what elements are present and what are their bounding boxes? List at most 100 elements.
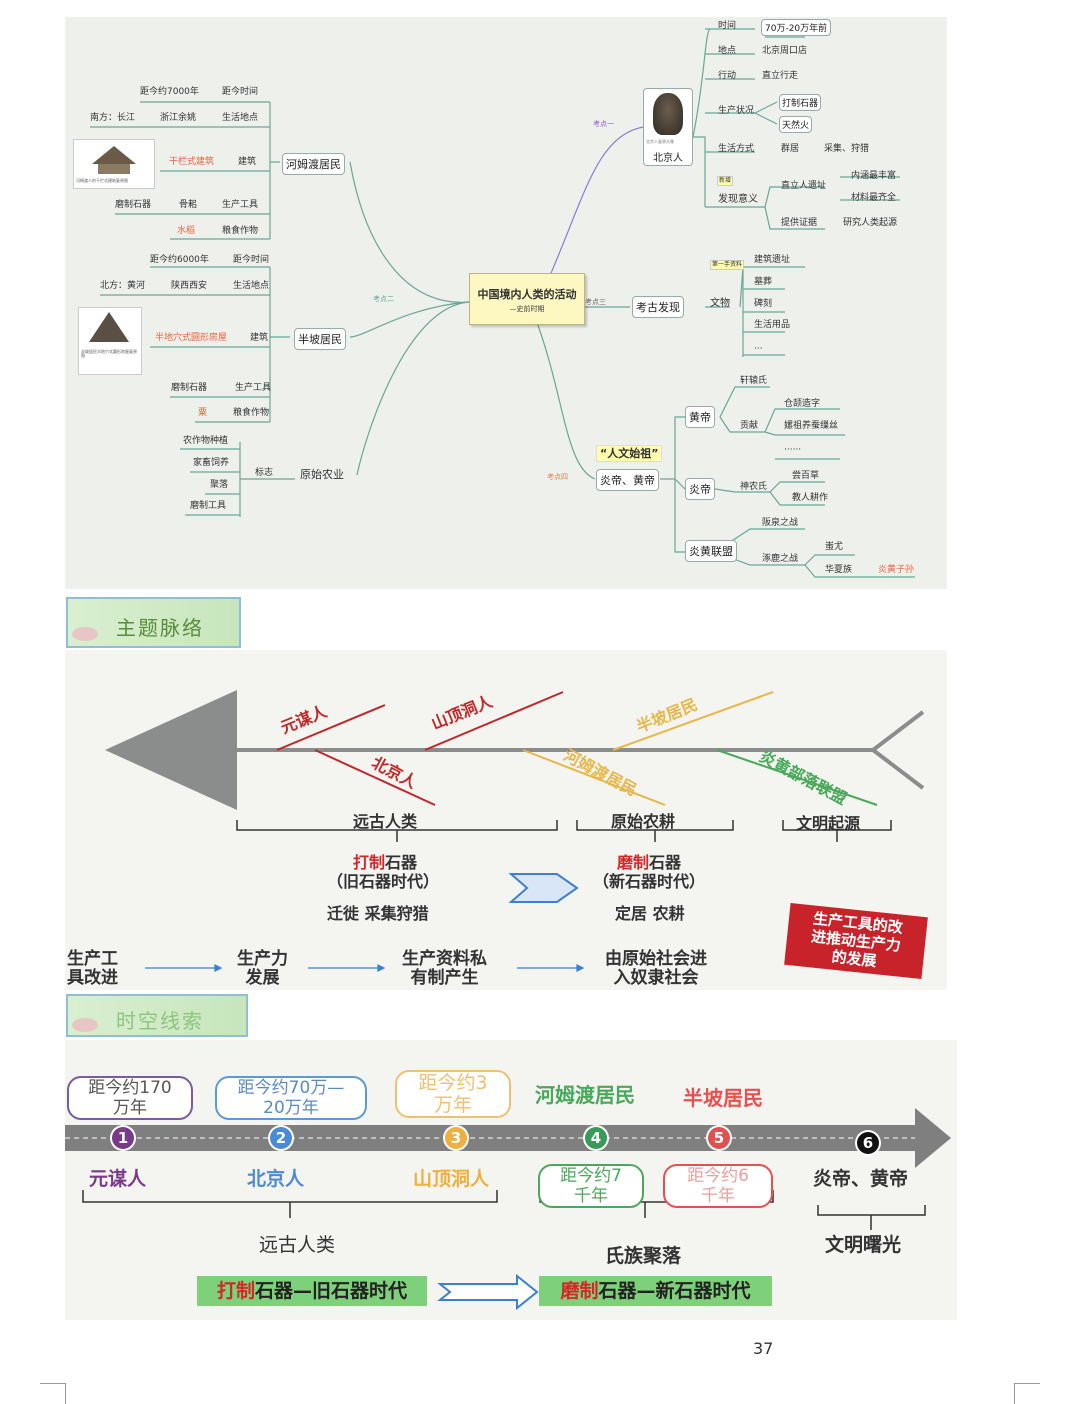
top-label-banpo: 半坡居民 xyxy=(683,1086,763,1110)
brace-right xyxy=(782,820,892,842)
label-beijing: 北京人 xyxy=(247,1168,305,1190)
oval-beijing-time: 距今约70万—20万年 xyxy=(215,1076,367,1120)
bp-crop-v: 粟 xyxy=(198,408,208,418)
theme-header: 主题脉络 xyxy=(66,597,241,648)
bj-action-v: 直立行走 xyxy=(762,71,799,81)
label-yandi-huangdi: 炎帝、黄帝 xyxy=(813,1168,909,1190)
bj-time-k: 时间 xyxy=(718,21,737,31)
arch-item-5: ··· xyxy=(754,344,763,354)
era2-banner: 磨制石器—新石器时代 xyxy=(539,1276,772,1306)
marker-1: 1 xyxy=(112,1127,134,1149)
group-ancient-label: 远古人类 xyxy=(259,1234,336,1256)
beijing-head-image xyxy=(653,93,683,135)
arch-node[interactable]: 考古发现 xyxy=(632,296,684,318)
bj-prod-k: 生产状况 xyxy=(718,106,755,116)
hm-crop-v: 水稻 xyxy=(177,226,196,236)
bj-significance: 发现意义 xyxy=(718,194,758,205)
mouse-icon xyxy=(72,627,98,641)
mouse-icon-2 xyxy=(72,1018,98,1032)
bone-banpo xyxy=(612,691,774,751)
hm-img-caption: 河姆渡人的干栏式建筑复原图 xyxy=(76,178,128,183)
bp-tool-k: 生产工具 xyxy=(235,383,272,393)
bp-place-b: 陕西西安 xyxy=(171,281,208,291)
anc-node[interactable]: 炎帝、黄帝 xyxy=(596,469,659,491)
group-clan-label: 氏族聚落 xyxy=(605,1245,682,1267)
hm-tool-b: 骨耜 xyxy=(179,200,198,210)
hm-crop-k: 粮食作物 xyxy=(222,226,259,236)
center-topic[interactable]: 中国境内人类的活动 —史前时期 xyxy=(469,273,585,325)
bp-place-a: 北方：黄河 xyxy=(100,281,146,291)
theme-header-text: 主题脉络 xyxy=(116,616,204,640)
bj-sig2a: 研究人类起源 xyxy=(843,218,898,228)
chain-2: 生产力发展 xyxy=(237,949,288,988)
fishbone-tail xyxy=(869,710,925,790)
hm-time-v: 距今约7000年 xyxy=(140,87,199,97)
arch-item-3: 碑刻 xyxy=(754,299,773,309)
right-era: （新石器时代） xyxy=(593,872,706,891)
hd-1: 轩辕氏 xyxy=(740,376,768,386)
kp3-label: 考点三 xyxy=(585,298,606,306)
chain-4: 由原始社会进入奴隶社会 xyxy=(605,949,707,988)
alliance-node[interactable]: 炎黄联盟 xyxy=(685,540,737,562)
agri-item-2: 家畜饲养 xyxy=(193,458,230,468)
hemudu-node[interactable]: 河姆渡居民 xyxy=(282,153,345,175)
hm-place-k: 生活地点 xyxy=(222,113,259,123)
hd-k: 贡献 xyxy=(740,421,759,431)
hm-tool-k: 生产工具 xyxy=(222,200,259,210)
bone-shanding xyxy=(424,691,564,751)
fishbone-head xyxy=(105,690,237,810)
timeline-header-text: 时空线索 xyxy=(116,1009,204,1033)
yandi-node[interactable]: 炎帝 xyxy=(685,478,715,500)
bp-time-k: 距今时间 xyxy=(233,255,270,265)
marker-5: 5 xyxy=(708,1127,730,1149)
mindmap-panel: 中国境内人类的活动 —史前时期 考点一 考点二 考点三 考点四 北京人复原头像 … xyxy=(65,17,947,589)
bj-place-v: 北京周口店 xyxy=(762,46,808,56)
bj-sig1a: 内涵最丰富 xyxy=(851,171,897,181)
bj-sig2: 提供证据 xyxy=(781,218,818,228)
beijing-node[interactable]: 北京人复原头像 北京人 xyxy=(643,88,693,166)
fishbone-diagram xyxy=(105,690,925,972)
hemudu-house-image: 河姆渡人的干栏式建筑复原图 xyxy=(73,139,155,189)
hm-build-v: 干栏式建筑 xyxy=(169,157,215,167)
yd-item-2: 教人耕作 xyxy=(792,493,829,503)
agri-item-3: 聚落 xyxy=(210,480,229,490)
arch-item-2: 墓葬 xyxy=(754,277,773,287)
yd-item-1: 尝百草 xyxy=(792,471,820,481)
label-yuanmou: 元谋人 xyxy=(89,1168,147,1190)
bj-prod-v1: 打制石器 xyxy=(779,94,822,111)
top-label-hemudu: 河姆渡居民 xyxy=(535,1083,635,1107)
agri-node[interactable]: 原始农业 xyxy=(300,468,344,481)
center-subtitle: —史前时期 xyxy=(509,305,545,313)
bone-yanhuang xyxy=(716,749,878,806)
bj-action-k: 行动 xyxy=(718,71,737,81)
chain-1: 生产工具改进 xyxy=(67,949,118,988)
marker-6: 6 xyxy=(857,1132,879,1154)
bp-img-caption: 半坡居民半地穴式圆形房屋复原图 xyxy=(81,349,137,358)
arch-item-1: 建筑遗址 xyxy=(754,255,791,265)
bone-yuanmou xyxy=(276,704,386,751)
chain-3: 生产资料私有制产生 xyxy=(402,949,487,988)
chevron-arrow-icon xyxy=(508,873,579,903)
brace-left xyxy=(236,820,558,842)
war-2c: 炎黄子孙 xyxy=(878,565,915,575)
hd-item-1: 仓颉造字 xyxy=(784,399,821,409)
agri-item-4: 磨制工具 xyxy=(190,501,227,511)
marker-2: 2 xyxy=(270,1127,292,1149)
group-civilization: 文明起源 xyxy=(796,814,861,833)
bone-hemudu xyxy=(522,749,666,806)
right-tool: 磨制石器 xyxy=(617,853,682,872)
left-life: 迁徙 采集狩猎 xyxy=(327,904,429,923)
chain-arrows xyxy=(145,964,585,972)
corner-mark-right xyxy=(1014,1383,1040,1404)
war-2a: 蚩尤 xyxy=(825,542,844,552)
huangdi-node[interactable]: 黄帝 xyxy=(685,406,715,428)
bp-crop-k: 粮食作物 xyxy=(233,408,270,418)
banpo-node[interactable]: 半坡居民 xyxy=(294,328,346,350)
bp-build-k: 建筑 xyxy=(250,333,269,343)
bj-time-v: 70万-20万年前 xyxy=(761,19,832,36)
